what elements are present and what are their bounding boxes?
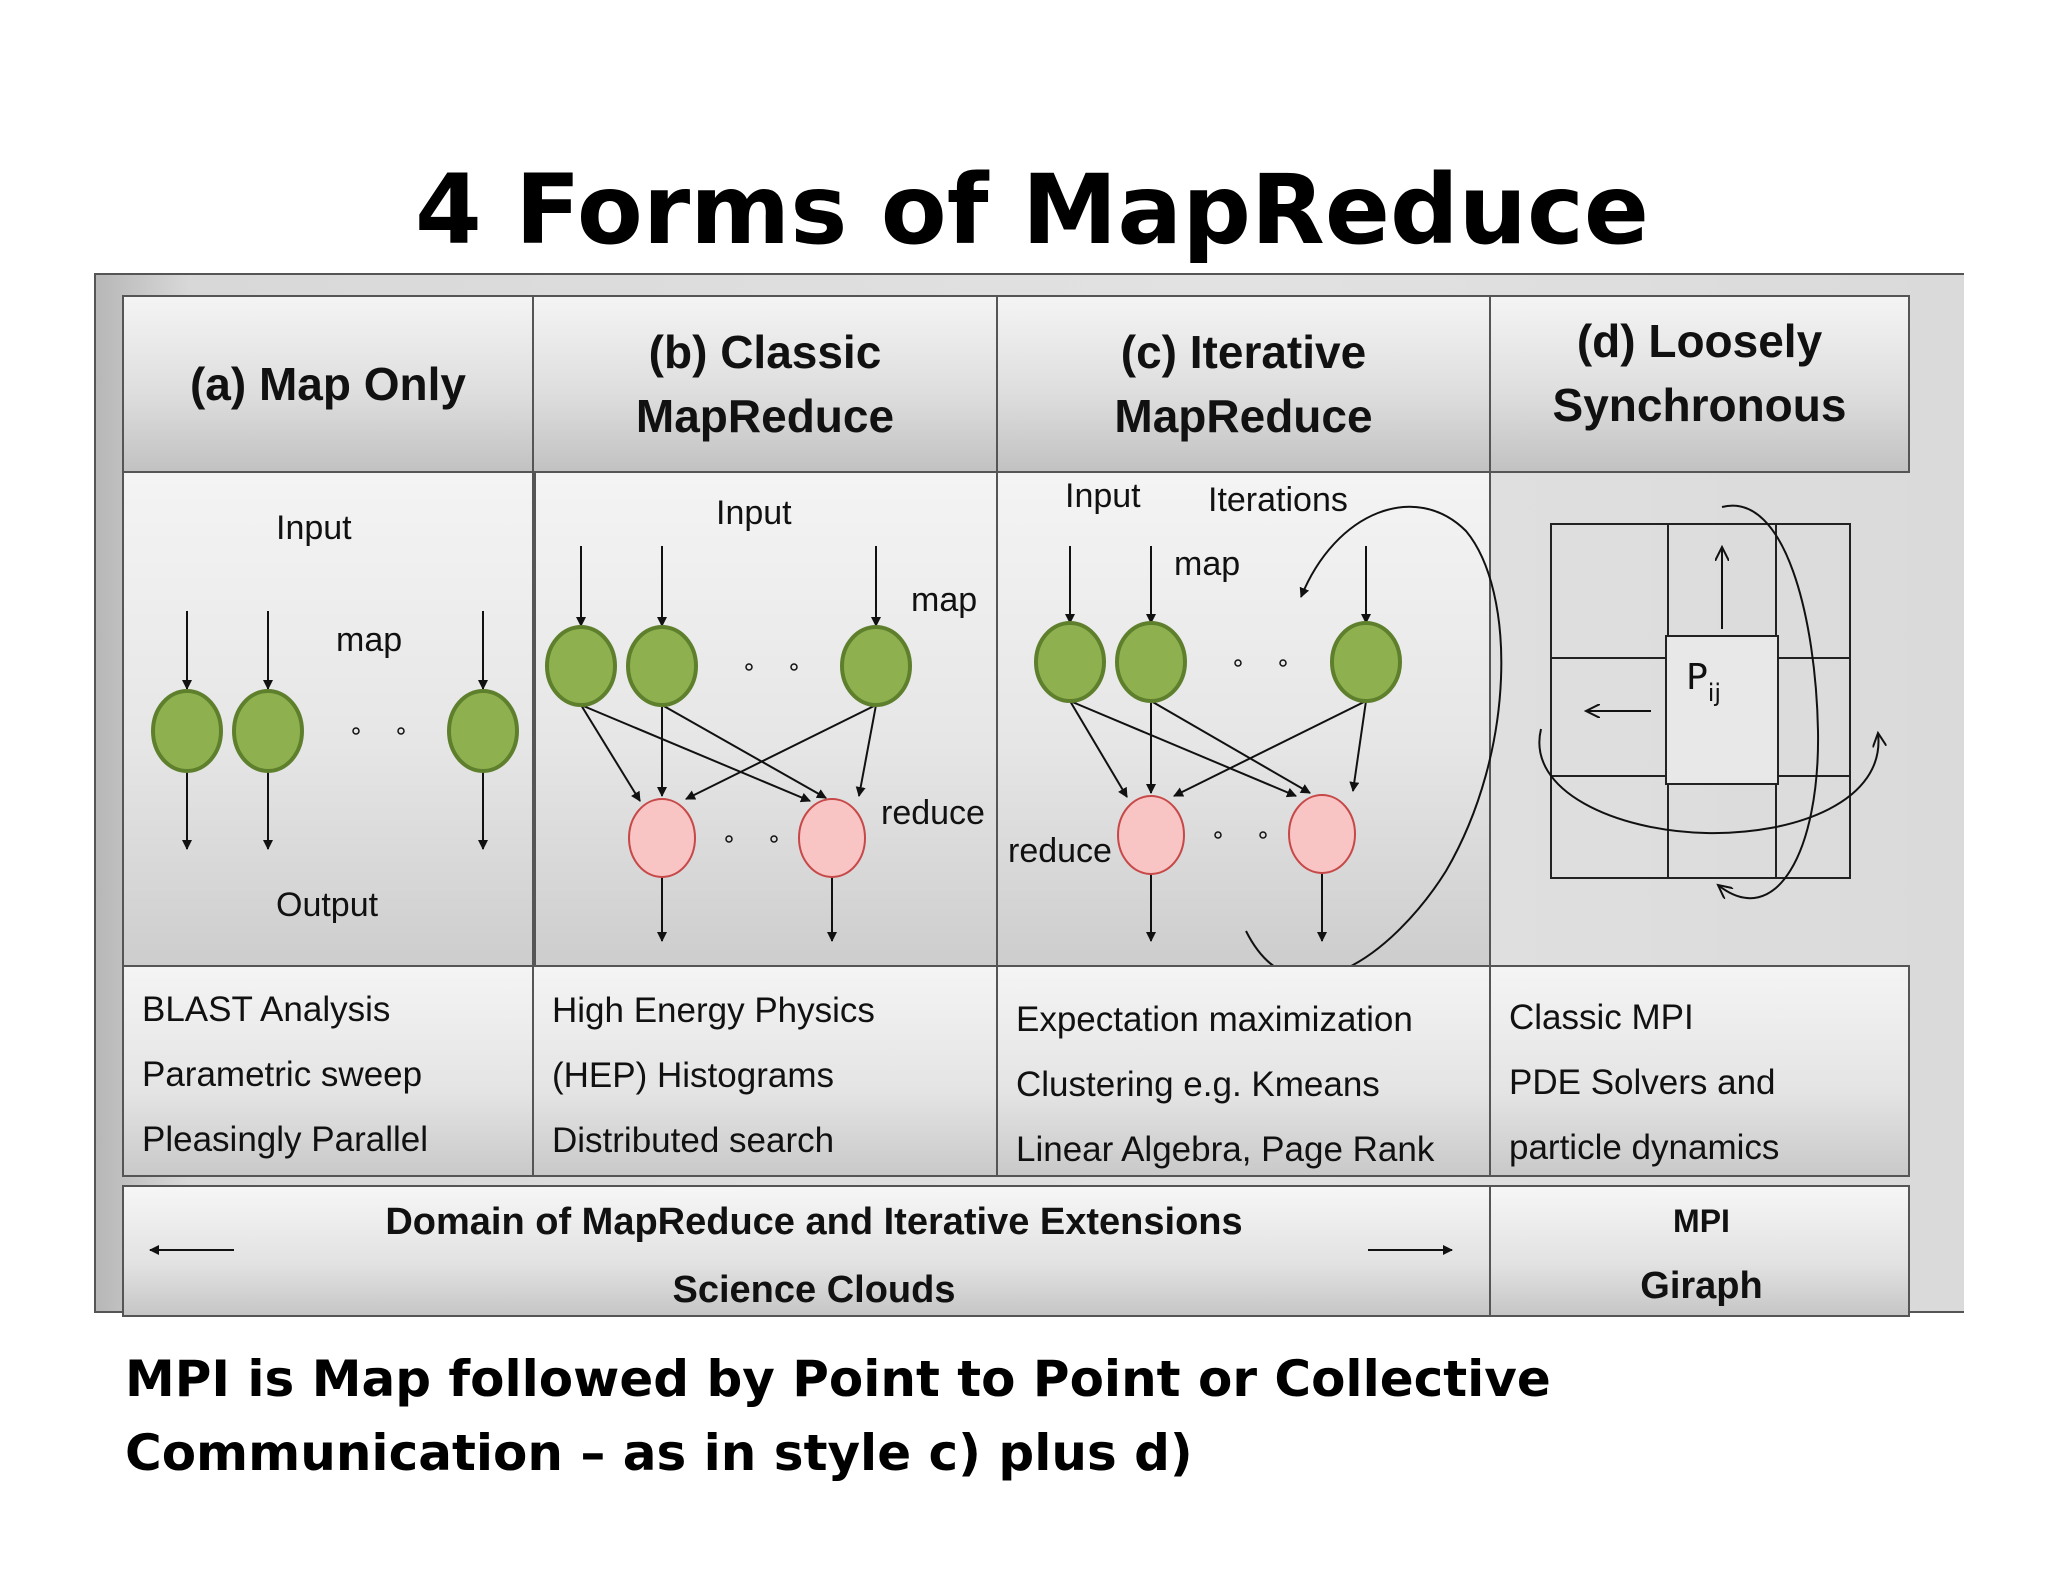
domain-mapreduce-cell: Domain of MapReduce and Iterative Extens… xyxy=(122,1185,1491,1317)
example-item: Pleasingly Parallel xyxy=(142,1120,428,1159)
map-only-diagram: Input map Output xyxy=(151,509,519,924)
header-map-only: (a) Map Only xyxy=(122,295,534,473)
examples-loosely: Classic MPI PDE Solvers and particle dyn… xyxy=(1489,965,1910,1177)
header-classic-line2: MapReduce xyxy=(635,390,895,442)
loosely-synchronous-diagram: Pij xyxy=(1538,504,1878,899)
map-only-input-label: Input xyxy=(276,509,352,547)
ellipsis-dot xyxy=(397,727,405,735)
mapreduce-diagrams: Input map Output Input map reduce xyxy=(151,477,1964,979)
map-node xyxy=(1115,621,1187,703)
iterative-reduce-label: reduce xyxy=(1008,832,1112,870)
map-node xyxy=(447,689,519,773)
header-loosely-synchronous: (d) Loosely Synchronous xyxy=(1489,295,1910,473)
classic-reduce-label: reduce xyxy=(881,794,985,832)
ellipsis-dot xyxy=(1279,659,1287,667)
map-node xyxy=(232,689,304,773)
map-only-map-label: map xyxy=(336,621,402,659)
domain-mpi-cell: MPI Giraph xyxy=(1489,1185,1910,1317)
domain-science-clouds: Science Clouds xyxy=(672,1269,956,1311)
ellipsis-dot xyxy=(790,663,798,671)
map-node xyxy=(1034,621,1106,703)
example-item: PDE Solvers and xyxy=(1509,1063,1776,1102)
example-item: BLAST Analysis xyxy=(142,990,391,1029)
header-classic-mapreduce: (b) Classic MapReduce xyxy=(532,295,998,473)
example-item: Linear Algebra, Page Rank xyxy=(1016,1130,1435,1169)
example-item: Parametric sweep xyxy=(142,1055,423,1094)
map-node xyxy=(626,625,698,707)
example-item: Expectation maximization xyxy=(1016,1000,1413,1039)
diagram-cell-classic xyxy=(534,471,998,967)
reduce-node xyxy=(798,798,866,878)
mapreduce-forms-panel: (a) Map Only (b) Classic MapReduce (c) I… xyxy=(94,273,1964,1317)
footer-note: MPI is Map followed by Point to Point or… xyxy=(125,1350,1551,1482)
map-only-output-label: Output xyxy=(276,886,379,924)
header-classic-line1: (b) Classic xyxy=(648,326,882,378)
header-iterative-mapreduce: (c) Iterative MapReduce xyxy=(996,295,1491,473)
classic-diagram: Input map reduce xyxy=(545,494,985,942)
ellipsis-dot xyxy=(1259,831,1267,839)
header-loosely-line1: (d) Loosely xyxy=(1576,315,1823,367)
ellipsis-dot xyxy=(745,663,753,671)
iterative-diagram: Input Iterations map reduce xyxy=(1008,477,1503,979)
pij-label: Pij xyxy=(1686,657,1721,707)
reduce-node xyxy=(1288,794,1356,874)
examples-iterative: Expectation maximization Clustering e.g.… xyxy=(996,965,1491,1177)
map-node xyxy=(545,625,617,707)
reduce-node xyxy=(1117,795,1185,875)
ellipsis-dot xyxy=(352,727,360,735)
ellipsis-dot xyxy=(725,835,733,843)
ellipsis-dot xyxy=(1214,831,1222,839)
iterations-label: Iterations xyxy=(1208,481,1348,519)
reduce-node xyxy=(628,798,696,878)
example-item: Distributed search xyxy=(552,1121,835,1160)
header-iterative-line1: (c) Iterative xyxy=(1120,326,1367,378)
examples-classic: High Energy Physics (HEP) Histograms Dis… xyxy=(532,965,998,1177)
example-item: High Energy Physics xyxy=(552,991,875,1030)
header-map-only-line1: (a) Map Only xyxy=(189,358,467,410)
slide-title: 4 Forms of MapReduce xyxy=(414,154,1650,266)
domain-mapreduce-title: Domain of MapReduce and Iterative Extens… xyxy=(385,1201,1243,1243)
iterative-map-label: map xyxy=(1174,545,1240,583)
classic-map-label: map xyxy=(911,581,977,619)
ellipsis-dot xyxy=(770,835,778,843)
examples-map-only: BLAST Analysis Parametric sweep Pleasing… xyxy=(122,965,534,1177)
domain-mpi: MPI xyxy=(1673,1203,1730,1239)
header-iterative-line2: MapReduce xyxy=(1114,390,1373,442)
example-item: Clustering e.g. Kmeans xyxy=(1016,1065,1380,1104)
domain-arrows xyxy=(149,1245,1453,1255)
ellipsis-dot xyxy=(1234,659,1242,667)
example-item: Classic MPI xyxy=(1509,998,1694,1037)
map-node xyxy=(840,625,912,707)
domain-giraph: Giraph xyxy=(1640,1265,1763,1307)
map-node xyxy=(151,689,223,773)
example-item: particle dynamics xyxy=(1509,1128,1780,1167)
classic-input-label: Input xyxy=(716,494,792,532)
iterative-input-label: Input xyxy=(1065,477,1141,515)
example-item: (HEP) Histograms xyxy=(552,1056,834,1095)
header-loosely-line2: Synchronous xyxy=(1552,379,1847,431)
map-node xyxy=(1330,621,1402,703)
